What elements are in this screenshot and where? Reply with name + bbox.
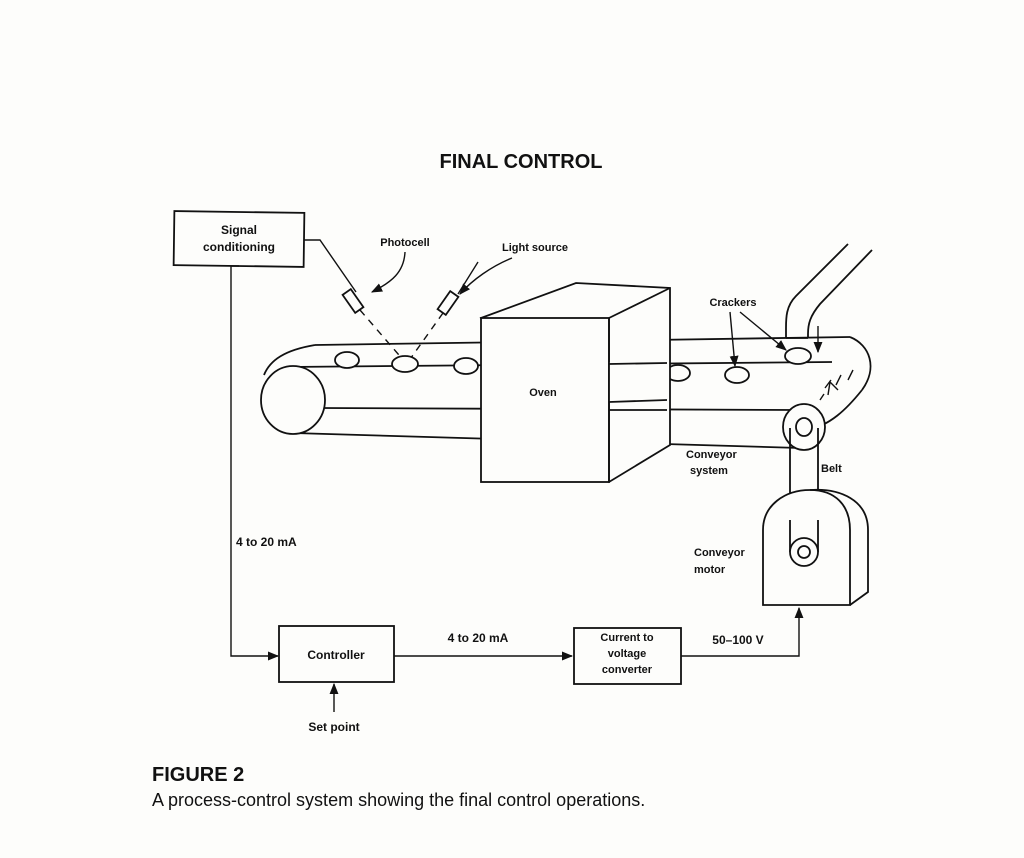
diagram-title: FINAL CONTROL bbox=[440, 151, 603, 173]
photocell-beam bbox=[359, 309, 406, 363]
conveyor-belt bbox=[260, 336, 872, 451]
signal-conditioning-block: Signal conditioning bbox=[172, 210, 306, 268]
conveyor-motor-label-1: Conveyor bbox=[694, 547, 745, 559]
cracker bbox=[784, 347, 812, 365]
left-roller bbox=[260, 365, 326, 435]
belt-motion-marks bbox=[819, 369, 854, 401]
light-source-wire bbox=[457, 261, 479, 295]
light-source bbox=[407, 261, 479, 363]
motor-drive-line bbox=[681, 606, 804, 657]
cracker-feed-chute bbox=[785, 243, 873, 354]
current-to-voltage-converter: Current to voltage converter bbox=[573, 627, 682, 685]
cracker bbox=[453, 357, 479, 375]
photocell-wire bbox=[304, 239, 357, 293]
crackers-label: Crackers bbox=[709, 297, 756, 309]
signal-current-label-mid: 4 to 20 mA bbox=[448, 631, 509, 645]
voltage-label: 50–100 V bbox=[712, 633, 763, 647]
converter-label-1: Current to bbox=[600, 632, 653, 644]
right-roller-hub bbox=[795, 417, 813, 437]
signal-conditioning-label-2: conditioning bbox=[203, 240, 275, 254]
belt-label: Belt bbox=[821, 463, 842, 475]
light-beam bbox=[407, 312, 444, 363]
photocell-pointer-arrow bbox=[370, 251, 406, 293]
oven: Oven bbox=[479, 282, 671, 484]
conveyor-motor bbox=[762, 488, 869, 606]
feedback-signal-line bbox=[230, 265, 280, 661]
conveyor-system-label-1: Conveyor bbox=[686, 449, 737, 461]
figure-caption: A process-control system showing the fin… bbox=[152, 790, 646, 810]
set-point-label: Set point bbox=[308, 720, 359, 734]
signal-conditioning-label-1: Signal bbox=[221, 223, 257, 237]
controller-block: Controller bbox=[278, 625, 395, 683]
converter-label-3: converter bbox=[602, 664, 653, 676]
crackers-pointer-arrow-2 bbox=[739, 311, 787, 351]
signal-current-label-left: 4 to 20 mA bbox=[236, 535, 297, 549]
light-source-label: Light source bbox=[502, 242, 568, 254]
figure-label: FIGURE 2 bbox=[152, 764, 245, 786]
photocell-sensor bbox=[341, 287, 406, 363]
oven-label: Oven bbox=[529, 387, 557, 399]
controller-label: Controller bbox=[307, 648, 365, 662]
photocell-label: Photocell bbox=[380, 237, 430, 249]
cracker bbox=[391, 355, 419, 373]
cracker bbox=[334, 351, 360, 369]
light-source-pointer-arrow bbox=[459, 257, 513, 295]
cracker bbox=[724, 366, 750, 384]
crackers-pointer-arrow-1 bbox=[729, 311, 739, 368]
conveyor-system-label-2: system bbox=[690, 465, 728, 477]
belt-direction-arrow bbox=[827, 380, 839, 396]
converter-label-2: voltage bbox=[608, 648, 647, 660]
conveyor-motor-label-2: motor bbox=[694, 564, 726, 576]
